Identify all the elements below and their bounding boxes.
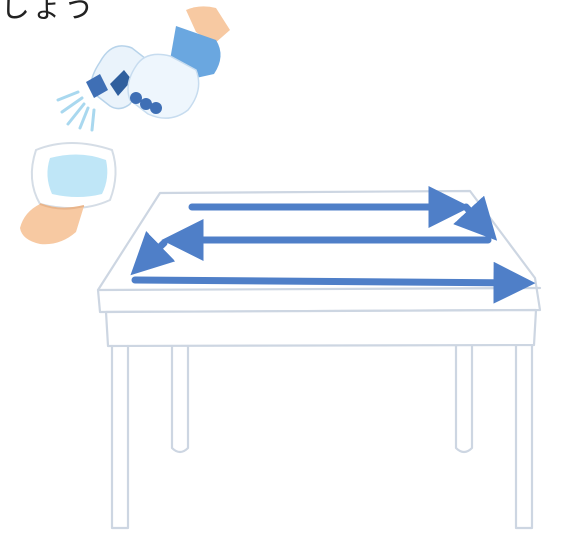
wiping-cloth-icon — [32, 143, 116, 208]
wipe-direction-arrow-icon — [135, 280, 525, 283]
gloved-hand-icon — [128, 6, 230, 118]
spray-mist-icon — [58, 92, 94, 130]
hand-icon — [20, 204, 84, 244]
